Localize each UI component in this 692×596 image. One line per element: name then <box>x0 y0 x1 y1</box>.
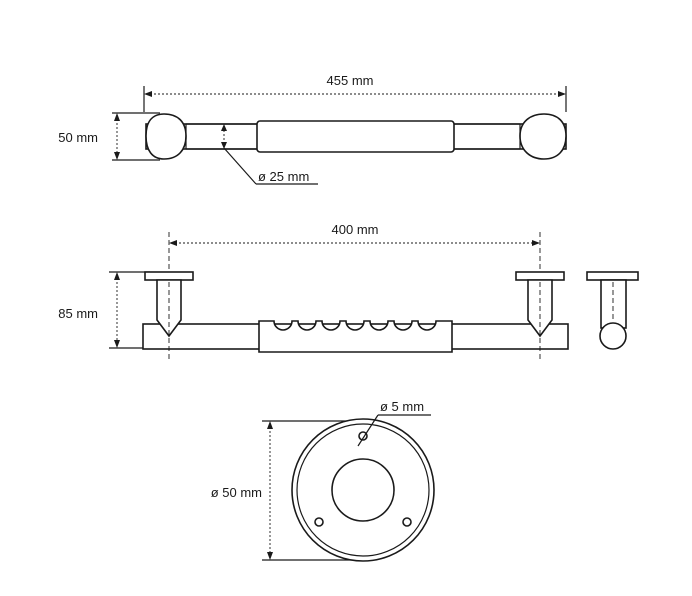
top-diameter-label: ø 25 mm <box>258 169 309 184</box>
side-length-label: 400 mm <box>332 222 379 237</box>
flange-center-hole <box>331 458 395 522</box>
end-view-post <box>600 279 627 329</box>
side-grip-sleeve <box>258 320 453 353</box>
top-left-flange <box>145 113 187 160</box>
top-view: 455 mm 50 mm ø 25 mm <box>58 73 567 185</box>
top-length-label: 455 mm <box>327 73 374 88</box>
side-height-label: 85 mm <box>58 306 98 321</box>
screw-hole-top <box>358 431 368 441</box>
side-view: 400 mm 85 mm <box>58 222 639 362</box>
top-right-flange <box>519 113 567 160</box>
side-left-plate <box>144 271 194 281</box>
end-view-plate <box>586 271 639 281</box>
flange-hole-label: ø 5 mm <box>380 399 424 414</box>
top-height-label: 50 mm <box>58 130 98 145</box>
flange-inner-rim <box>296 423 430 557</box>
end-view-tube <box>599 322 627 350</box>
side-right-plate <box>515 271 565 281</box>
top-grip-sleeve <box>256 120 455 153</box>
screw-hole-right <box>402 517 412 527</box>
screw-hole-left <box>314 517 324 527</box>
flange-view: ø 50 mm ø 5 mm <box>211 399 435 562</box>
flange-diameter-label: ø 50 mm <box>211 485 262 500</box>
